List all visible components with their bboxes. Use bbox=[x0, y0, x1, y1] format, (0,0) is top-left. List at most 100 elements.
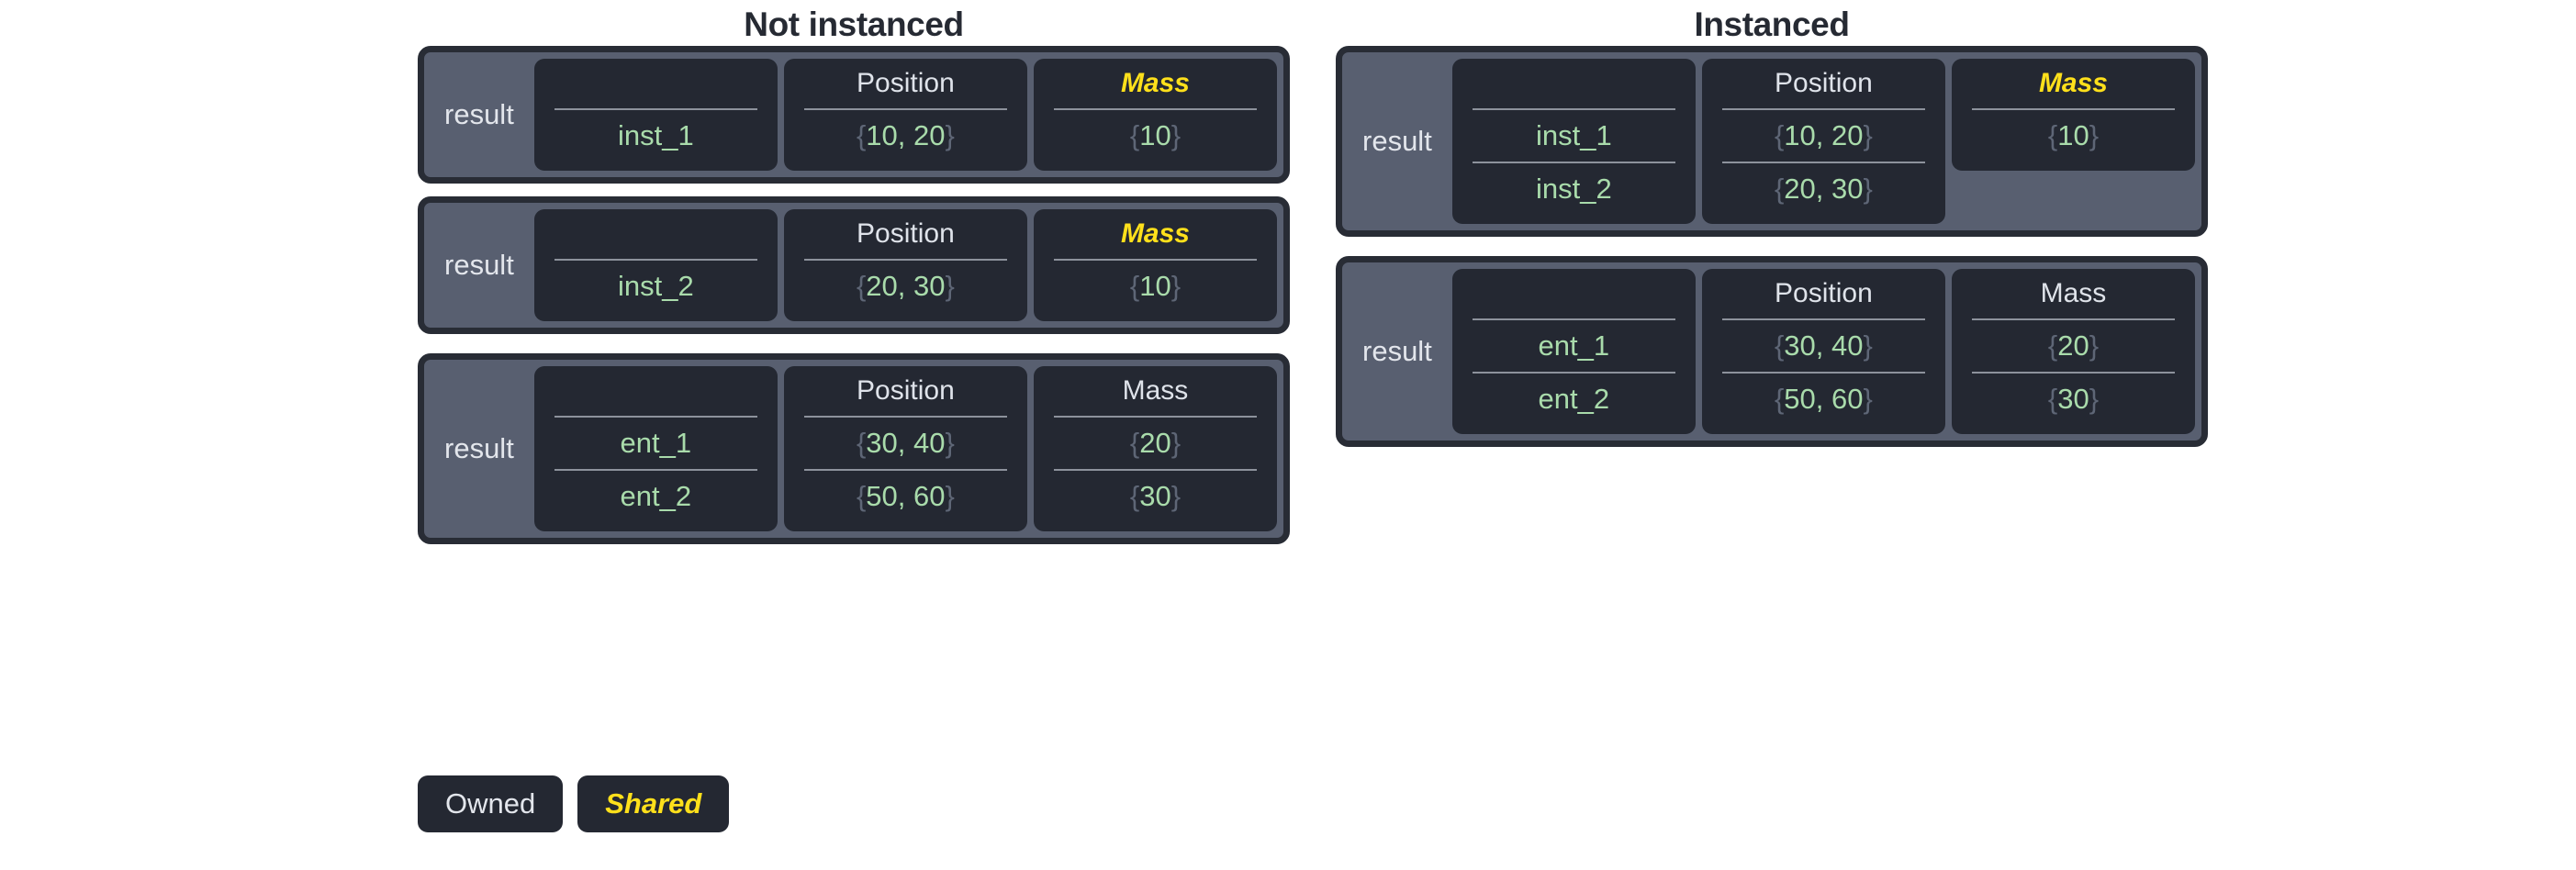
column-title: Not instanced bbox=[744, 6, 964, 43]
field-column-position: Position {20, 30} bbox=[783, 209, 1027, 321]
field-value-cell: {20, 30} bbox=[1774, 173, 1873, 205]
field-columns: inst_1 Position {10, 20} Mass {10} bbox=[533, 52, 1283, 177]
row-separator bbox=[1472, 372, 1675, 374]
field-column-position: Position{30, 40}{50, 60} bbox=[1701, 269, 1945, 434]
row-separator bbox=[1721, 162, 1925, 163]
field-column-name: inst_2 bbox=[533, 209, 778, 321]
field-column-position: Position {30, 40} {50, 60} bbox=[783, 366, 1027, 531]
table-row-label: result bbox=[444, 249, 514, 281]
field-column-name: inst_1 inst_2 bbox=[1451, 59, 1696, 224]
row-separator bbox=[1472, 108, 1675, 110]
row-separator bbox=[803, 416, 1007, 418]
table-gap bbox=[1336, 237, 2208, 256]
row-separator bbox=[803, 108, 1007, 110]
field-column-mass: Mass {20} {30} bbox=[1033, 366, 1277, 531]
field-value-cell: ent_2 bbox=[1538, 383, 1610, 415]
legend-chip-owned: Owned bbox=[418, 775, 564, 832]
entity-table: result ent_1 ent_2 Position {30, 40} {50, 60… bbox=[418, 353, 1290, 544]
legend-chip-shared: Shared bbox=[577, 775, 730, 832]
table-gap bbox=[418, 334, 1290, 353]
field-value-cell: {20} bbox=[1129, 427, 1182, 459]
field-column-header: Position bbox=[1775, 278, 1873, 308]
table-row-label: result bbox=[444, 432, 514, 464]
field-column-position: Position {10, 20} {20, 30} bbox=[1701, 59, 1945, 224]
row-separator bbox=[554, 469, 757, 471]
field-value-cell: {50, 60} bbox=[1774, 383, 1873, 415]
field-column-header bbox=[1467, 269, 1681, 318]
row-separator bbox=[1053, 259, 1257, 261]
field-value-cell: {30} bbox=[1129, 480, 1182, 512]
field-value-cell: ent_2 bbox=[620, 480, 692, 512]
field-column-mass: Mass {20} {30} bbox=[1951, 269, 2195, 434]
field-columns: inst_1 inst_2 Position {10, 20} {20, 30} Mass… bbox=[1451, 52, 2201, 230]
field-column-mass: Mass {10} bbox=[1951, 59, 2195, 171]
field-value-cell: {50, 60} bbox=[856, 480, 955, 512]
row-separator bbox=[1971, 372, 2175, 374]
field-value-cell: {20} bbox=[2047, 329, 2100, 362]
field-column-header: Position bbox=[1775, 68, 1873, 98]
field-column-header bbox=[549, 366, 763, 416]
row-separator bbox=[554, 416, 757, 418]
row-separator bbox=[1971, 108, 2175, 110]
entity-table: result inst_1 inst_2 Position {10, 20} {20, … bbox=[1336, 46, 2208, 237]
row-separator bbox=[1053, 108, 1257, 110]
field-value-cell: {20, 30} bbox=[856, 270, 955, 302]
field-column-mass: Mass {10} bbox=[1033, 59, 1277, 171]
field-column-name: ent_1 ent_2 bbox=[533, 366, 778, 531]
row-separator bbox=[554, 108, 757, 110]
field-value-cell: ent_1 bbox=[620, 427, 692, 459]
row-separator bbox=[1721, 108, 1925, 110]
field-value-cell: ent_1 bbox=[1538, 329, 1610, 362]
row-separator bbox=[803, 259, 1007, 261]
field-column-header: Mass bbox=[2040, 278, 2107, 308]
field-value-cell: inst_1 bbox=[1535, 119, 1612, 151]
field-value-cell: {30} bbox=[2047, 383, 2100, 415]
row-separator bbox=[1053, 469, 1257, 471]
field-value-cell: inst_2 bbox=[1535, 173, 1612, 205]
field-column-header: Mass bbox=[1120, 68, 1190, 98]
field-column-header: Position bbox=[857, 218, 955, 249]
field-columns: inst_2 Position {20, 30} Mass {10} bbox=[533, 203, 1283, 328]
table-row-label: result bbox=[444, 98, 514, 130]
table-row-label: result bbox=[1362, 335, 1432, 367]
field-column-header: Mass bbox=[1120, 218, 1190, 249]
row-separator bbox=[1971, 318, 2175, 320]
field-value-cell: {10} bbox=[1129, 119, 1182, 151]
field-value-cell: {10, 20} bbox=[1774, 119, 1873, 151]
field-column-name: inst_1 bbox=[533, 59, 778, 171]
field-column-mass: Mass {10} bbox=[1033, 209, 1277, 321]
row-separator bbox=[554, 259, 757, 261]
field-column-header bbox=[549, 209, 763, 259]
entity-table: result inst_1 Position {10, 20} Mass {10} bbox=[418, 46, 1290, 184]
entity-table: result inst_2 Position {20, 30} Mass {10} bbox=[418, 196, 1290, 334]
legend: Owned Shared bbox=[418, 775, 730, 832]
field-column-header: Position bbox=[857, 68, 955, 98]
column-title: Instanced bbox=[1694, 6, 1850, 43]
field-value-cell: inst_1 bbox=[617, 119, 694, 151]
row-separator bbox=[803, 469, 1007, 471]
field-column-header: Mass bbox=[2038, 68, 2108, 98]
field-value-cell: {10, 20} bbox=[856, 119, 955, 151]
row-separator bbox=[1721, 318, 1925, 320]
field-column-name: ent_1 ent_2 bbox=[1451, 269, 1696, 434]
table-row-label: result bbox=[1362, 125, 1432, 157]
field-value-cell: inst_2 bbox=[617, 270, 694, 302]
entity-table: result ent_1 ent_2 Position{30, 40}{50, 60… bbox=[1336, 256, 2208, 447]
row-separator bbox=[1472, 162, 1675, 163]
field-column-header bbox=[1467, 59, 1681, 108]
field-value-cell: {10} bbox=[2047, 119, 2100, 151]
field-columns: ent_1 ent_2 Position {30, 40} {50, 60} Mass {2… bbox=[533, 360, 1283, 538]
field-column-position: Position {10, 20} bbox=[783, 59, 1027, 171]
row-separator bbox=[1053, 416, 1257, 418]
field-column-header: Position bbox=[857, 375, 955, 406]
field-column-header bbox=[549, 59, 763, 108]
field-value-cell: {10} bbox=[1129, 270, 1182, 302]
field-value-cell: {30, 40} bbox=[856, 427, 955, 459]
field-column-header: Mass bbox=[1122, 375, 1189, 406]
field-columns: ent_1 ent_2 Position{30, 40}{50, 60} Mass {2… bbox=[1451, 262, 2201, 441]
